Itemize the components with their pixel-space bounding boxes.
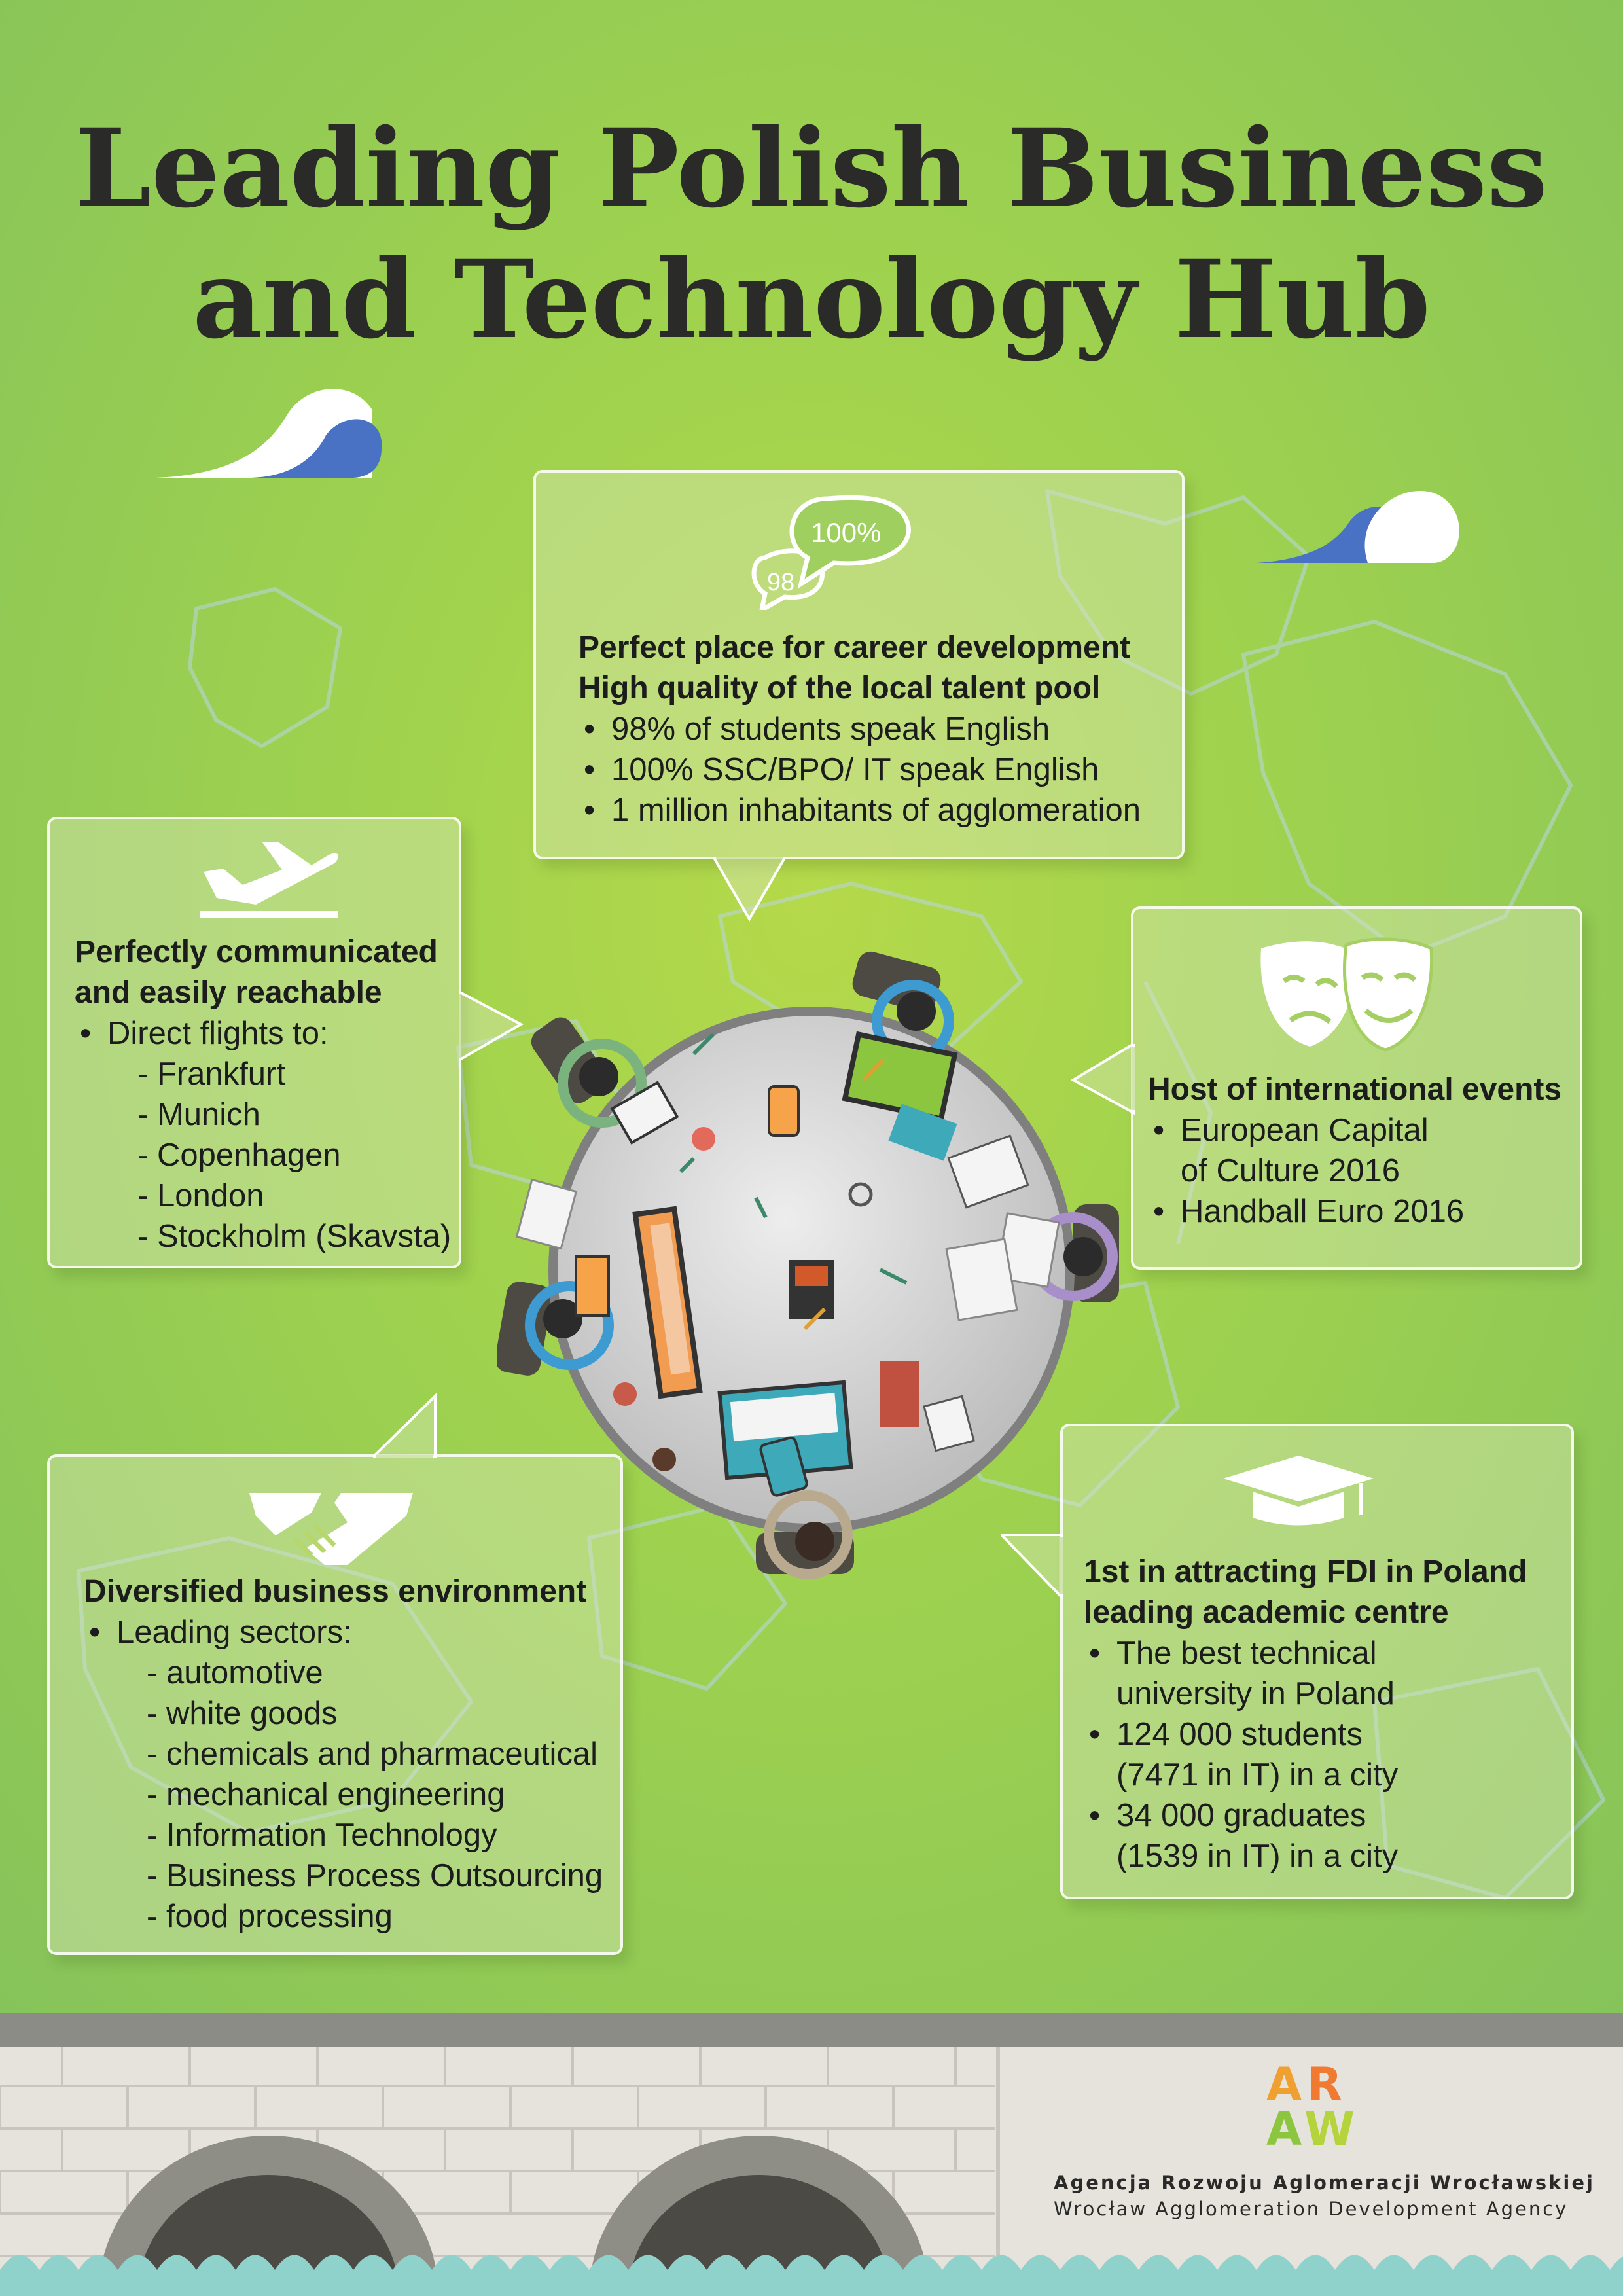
water-waves [0, 2255, 1623, 2296]
flights-list: Direct flights to: Frankfurt Munich Cope… [75, 1013, 451, 1257]
badge-100-percent: 100% [811, 517, 882, 548]
business-sector: automotive [84, 1653, 603, 1693]
flight-destination: London [75, 1175, 451, 1216]
events-card-text: Host of international events European Ca… [1148, 1069, 1561, 1232]
flights-bullet: Direct flights to: [75, 1013, 451, 1054]
business-sector: mechanical engineering [84, 1774, 603, 1815]
page-title-line2: and Technology Hub [192, 236, 1431, 363]
wall-top-band [0, 2013, 1623, 2047]
academic-heading-2: leading academic centre [1084, 1595, 1449, 1630]
logo-letter: A [1266, 2058, 1302, 2111]
academic-item-3a: 34 000 graduates [1084, 1795, 1527, 1836]
academic-card-text: 1st in attracting FDI in Poland leading … [1084, 1552, 1527, 1876]
flight-destination: Frankfurt [75, 1054, 451, 1094]
agency-name-polish: Agencja Rozwoju Aglomeracji Wrocławskiej [1054, 2172, 1595, 2194]
business-sector: food processing [84, 1896, 603, 1937]
handshake-icon [249, 1486, 413, 1575]
theatre-masks-icon [1255, 935, 1438, 1056]
business-sector: chemicals and pharmaceutical [84, 1734, 603, 1774]
flight-destination: Copenhagen [75, 1135, 451, 1175]
events-item-1a: European Capital [1148, 1110, 1561, 1151]
academic-item-3b: (1539 in IT) in a city [1116, 1839, 1399, 1874]
business-list: Leading sectors: automotive white goods … [84, 1612, 603, 1937]
flights-card: Perfectly communicated and easily reacha… [47, 817, 461, 1268]
business-card-text: Diversified business environment Leading… [84, 1571, 603, 1937]
logo-letter: A [1266, 2102, 1302, 2156]
business-card: Diversified business environment Leading… [47, 1454, 623, 1955]
events-card: Host of international events European Ca… [1131, 906, 1582, 1270]
araw-logo: A R A W [1266, 2062, 1358, 2153]
logo-letter: R [1307, 2058, 1342, 2111]
events-item-1b: of Culture 2016 [1181, 1153, 1400, 1189]
talent-card-text: Perfect place for career development Hig… [579, 628, 1141, 831]
events-item-2: Handball Euro 2016 [1148, 1191, 1561, 1232]
talent-list: 98% of students speak English 100% SSC/B… [579, 709, 1141, 831]
graduation-cap-icon [1223, 1456, 1374, 1531]
business-sector: Information Technology [84, 1815, 603, 1856]
academic-item-2a: 124 000 students [1084, 1714, 1527, 1755]
academic-item-2b: (7471 in IT) in a city [1116, 1757, 1399, 1793]
academic-item-1a: The best technical [1084, 1633, 1527, 1674]
talent-heading-1: Perfect place for career development [579, 630, 1131, 665]
cloud-icon-left [156, 389, 382, 478]
talent-item-1: 98% of students speak English [579, 709, 1141, 749]
business-card-tail [373, 1393, 437, 1458]
business-heading: Diversified business environment [84, 1574, 587, 1609]
business-bullet: Leading sectors: [84, 1612, 603, 1653]
events-heading: Host of international events [1148, 1072, 1562, 1107]
meeting-table-illustration [497, 951, 1119, 1579]
page-title-line1: Leading Polish Business [75, 105, 1548, 232]
cloud-icon-right [1257, 491, 1459, 563]
logo-letter: W [1304, 2102, 1355, 2156]
talent-heading-2: High quality of the local talent pool [579, 671, 1101, 706]
badge-98: 98 [767, 569, 795, 596]
talent-item-3: 1 million inhabitants of agglomeration [579, 790, 1141, 831]
airplane-icon [197, 836, 341, 924]
talent-item-2: 100% SSC/BPO/ IT speak English [579, 749, 1141, 790]
flights-card-text: Perfectly communicated and easily reacha… [75, 932, 451, 1257]
speech-bubbles-icon: 100% 98 [749, 486, 919, 615]
academic-card-tail [1001, 1534, 1063, 1600]
events-card-tail [1070, 1044, 1135, 1115]
flight-destination: Stockholm (Skavsta) [75, 1216, 451, 1257]
talent-card-tail [713, 857, 787, 922]
flights-card-tail [459, 990, 524, 1062]
academic-item-1b: university in Poland [1116, 1676, 1395, 1712]
events-list: European Capital of Culture 2016 Handbal… [1148, 1110, 1561, 1232]
flight-destination: Munich [75, 1094, 451, 1135]
flights-heading-1: Perfectly communicated [75, 935, 438, 969]
agency-name-english: Wrocław Agglomeration Development Agency [1054, 2198, 1569, 2220]
academic-heading-1: 1st in attracting FDI in Poland [1084, 1554, 1527, 1589]
business-sector: white goods [84, 1693, 603, 1734]
academic-card: 1st in attracting FDI in Poland leading … [1060, 1424, 1574, 1899]
business-sector: Business Process Outsourcing [84, 1856, 603, 1896]
talent-card: 100% 98 Perfect place for career develop… [533, 470, 1185, 859]
academic-list: The best technical university in Poland … [1084, 1633, 1527, 1876]
flights-heading-2: and easily reachable [75, 975, 382, 1010]
